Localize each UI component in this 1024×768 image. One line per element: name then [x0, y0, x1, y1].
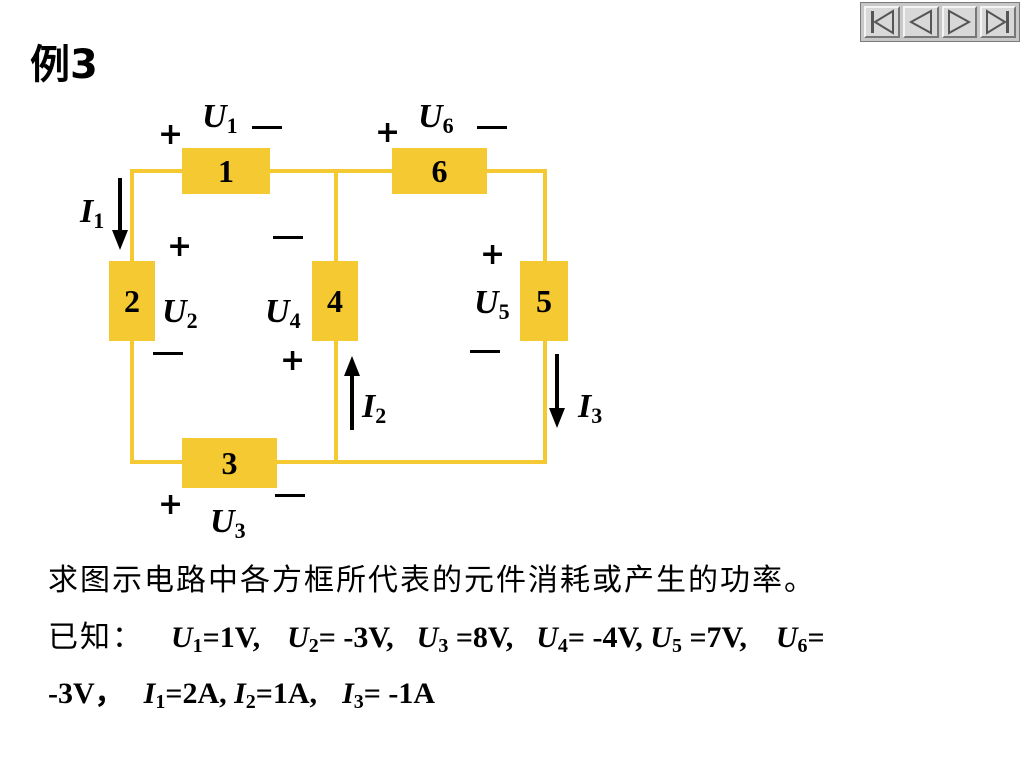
label-i3: I3	[578, 388, 603, 428]
arrow-down-i1-icon	[112, 178, 128, 250]
element-2: 2	[109, 261, 155, 341]
label-u4: U4	[265, 293, 301, 333]
plus-u2: +	[167, 229, 193, 264]
plus-u3: +	[158, 487, 184, 522]
label-u3: U3	[210, 503, 246, 543]
label-i1: I1	[80, 193, 105, 233]
minus-u3	[275, 494, 305, 497]
minus-u2	[153, 352, 183, 355]
next-slide-button[interactable]	[941, 6, 978, 38]
arrow-up-i2-icon	[344, 356, 360, 430]
element-6: 6	[392, 148, 487, 194]
plus-u1: +	[158, 117, 184, 152]
label-u2: U2	[162, 293, 198, 333]
wire-bottom	[130, 460, 547, 464]
prev-slide-button[interactable]	[902, 6, 939, 38]
known-label: 已知：	[48, 620, 144, 655]
arrow-down-i3-icon	[549, 354, 565, 428]
plus-u5: +	[480, 237, 506, 272]
next-icon	[948, 9, 972, 35]
plus-u4: +	[280, 343, 306, 378]
element-4: 4	[312, 261, 358, 341]
element-5: 5	[520, 261, 568, 341]
given-line-2: -3V， I1=2A, I2=1A, I3= -1A	[48, 677, 435, 713]
last-icon	[986, 9, 1010, 35]
label-u5: U5	[474, 284, 510, 324]
minus-u5	[470, 350, 500, 353]
label-u1: U1	[202, 98, 238, 138]
minus-u6	[477, 126, 507, 129]
given-line-1: 已知： U1=1V, U2= -3V, U3 =8V, U4= -4V, U5 …	[48, 620, 825, 657]
first-slide-button[interactable]	[864, 6, 900, 38]
label-u6: U6	[418, 98, 454, 138]
first-icon	[870, 9, 894, 35]
prev-icon	[908, 9, 932, 35]
element-3: 3	[182, 438, 277, 488]
element-1: 1	[182, 148, 270, 194]
last-slide-button[interactable]	[980, 6, 1016, 38]
minus-u4	[273, 236, 303, 239]
question-text: 求图示电路中各方框所代表的元件消耗或产生的功率。	[48, 563, 816, 598]
plus-u6: +	[375, 115, 401, 150]
slide-title: 例3	[30, 42, 98, 88]
label-i2: I2	[362, 388, 387, 428]
slide-nav	[860, 2, 1020, 42]
minus-u1	[252, 126, 282, 129]
